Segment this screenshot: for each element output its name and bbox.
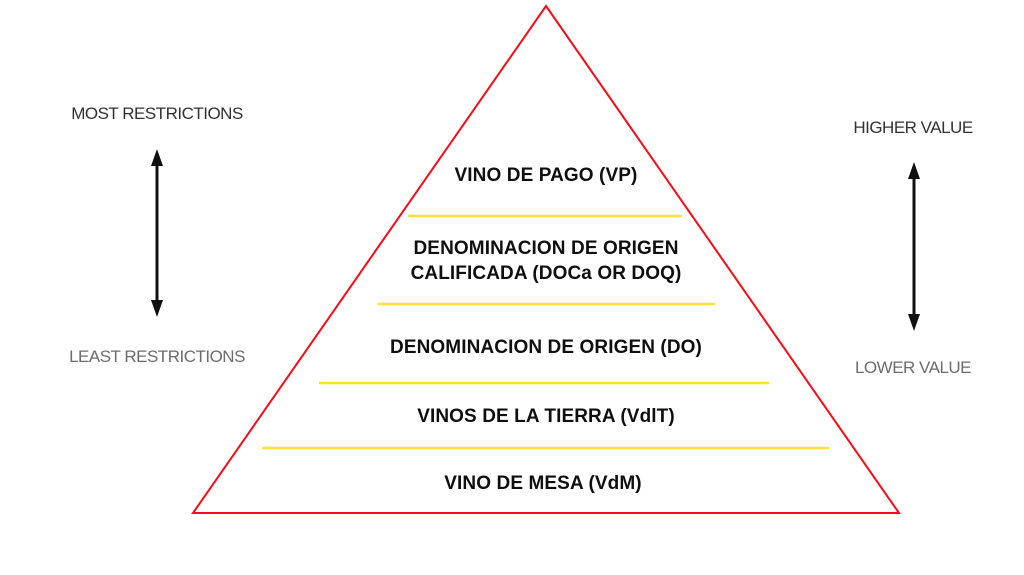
value-double-arrow-icon: [908, 162, 920, 331]
tier-label-do: DENOMINACION DE ORIGEN (DO): [390, 337, 702, 358]
value-arrow-head-down-icon: [908, 314, 920, 331]
tier-label-vino-de-pago: VINO DE PAGO (VP): [454, 165, 638, 186]
restrictions-arrow-head-up-icon: [151, 149, 163, 166]
higher-value-label: HIGHER VALUE: [853, 118, 973, 137]
value-arrow-head-up-icon: [908, 162, 920, 179]
tier-label-doca-line2: CALIFICADA (DOCa OR DOQ): [410, 263, 682, 284]
pyramid-outline: [191, 4, 901, 514]
lower-value-label: LOWER VALUE: [854, 358, 972, 377]
tier-label-doca-line1: DENOMINACION DE ORIGEN: [413, 238, 679, 259]
restrictions-double-arrow-icon: [151, 149, 163, 317]
tier-label-vdm: VINO DE MESA (VdM): [444, 473, 642, 494]
restrictions-arrow-head-down-icon: [151, 300, 163, 317]
tier-label-doca: DENOMINACION DE ORIGEN CALIFICADA (DOCa …: [411, 236, 682, 286]
tier-label-vdlt: VINOS DE LA TIERRA (VdlT): [417, 406, 675, 427]
least-restrictions-label: LEAST RESTRICTIONS: [69, 347, 245, 366]
most-restrictions-label: MOST RESTRICTIONS: [71, 104, 243, 123]
